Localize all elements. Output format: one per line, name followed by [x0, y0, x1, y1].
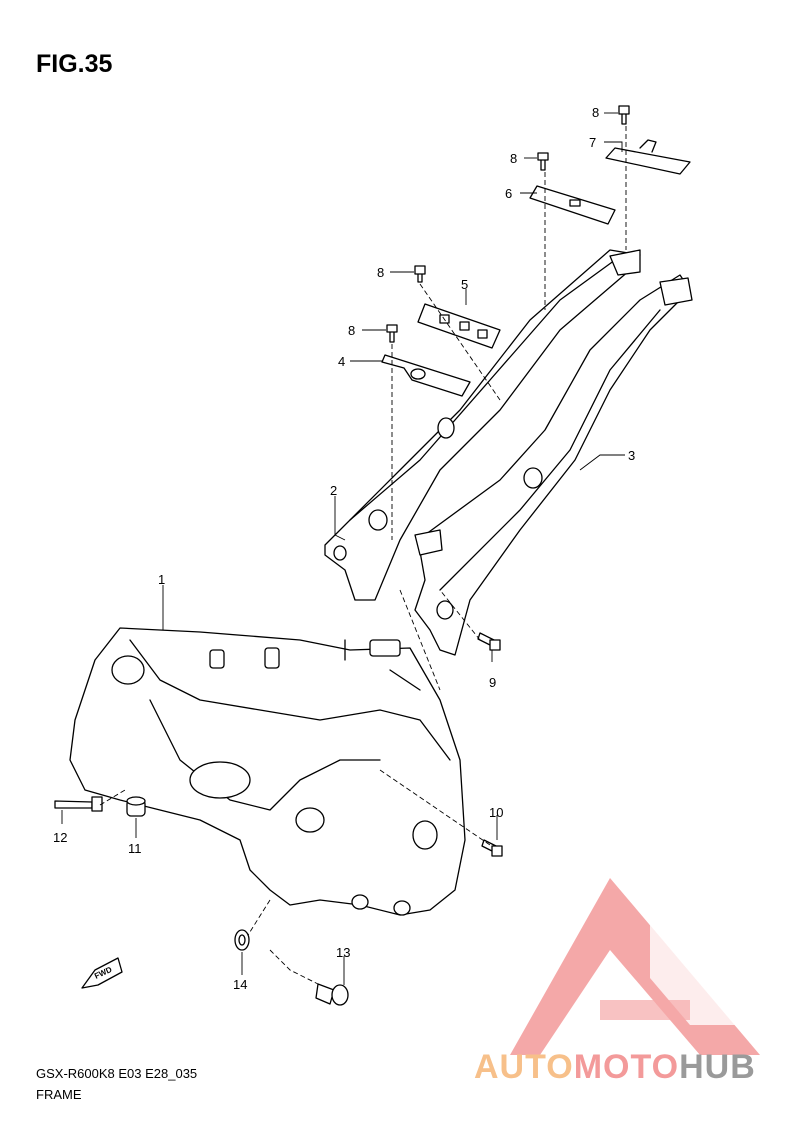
part-11-collar: [126, 796, 146, 817]
part-14-washer: [234, 929, 250, 951]
callout-6: 6: [505, 186, 513, 201]
callout-8-fourth: 8: [348, 323, 356, 338]
callout-9: 9: [489, 675, 497, 690]
part-1-main-frame: [69, 627, 466, 916]
part-7-plate: [605, 139, 691, 175]
fwd-arrow-icon: [81, 957, 123, 989]
leader-lines: [61, 112, 627, 986]
callout-8-top: 8: [592, 105, 600, 120]
watermark-auto: AUTO: [474, 1048, 574, 1086]
part-9-bolt: [477, 632, 501, 651]
part-6-plate: [529, 185, 616, 225]
callout-2: 2: [330, 483, 338, 498]
callout-11: 11: [128, 841, 142, 856]
part-4-bracket: [381, 354, 471, 397]
callout-7: 7: [589, 135, 597, 150]
part-3-seat-rail-right: [414, 274, 693, 656]
part-5-plate: [417, 303, 501, 349]
watermark-moto: MOTO: [573, 1048, 680, 1086]
figure-title: FIG.35: [36, 50, 113, 78]
callout-8-second: 8: [510, 151, 518, 166]
callout-5: 5: [461, 277, 469, 292]
callout-10: 10: [489, 805, 504, 820]
callout-3: 3: [628, 448, 636, 463]
callout-12: 12: [53, 830, 68, 845]
callout-1: 1: [158, 572, 166, 587]
footer-model-code: GSX-R600K8 E03 E28_035: [36, 1066, 198, 1081]
watermark-hub: HUB: [679, 1048, 756, 1086]
part-12-bolt: [54, 796, 103, 812]
callout-14: 14: [233, 977, 248, 992]
part-8-bolts: [386, 105, 630, 343]
callout-8-third: 8: [377, 265, 385, 280]
part-10-bolt: [481, 839, 503, 857]
callout-13: 13: [336, 945, 351, 960]
callout-4: 4: [338, 354, 346, 369]
watermark-logo: [510, 878, 760, 1055]
part-13-bolt: [315, 983, 349, 1006]
footer-section-name: FRAME: [36, 1087, 82, 1102]
part-2-seat-rail-left: [324, 249, 641, 601]
watermark-text: AUTOMOTOHUB: [474, 1048, 756, 1087]
